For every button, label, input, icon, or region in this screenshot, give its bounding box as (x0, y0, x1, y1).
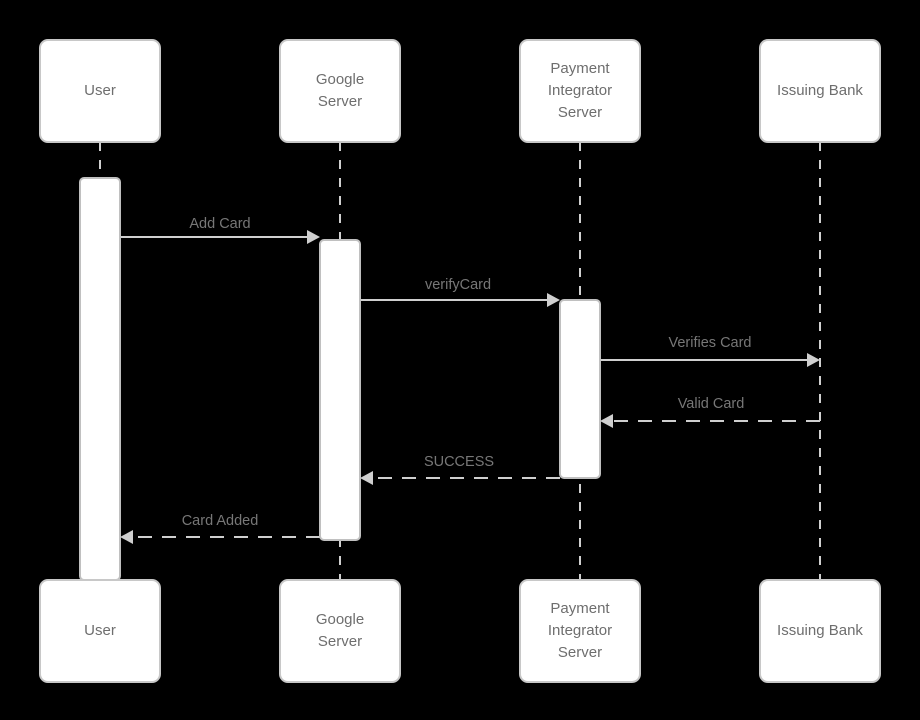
message-label-verifies-card: Verifies Card (668, 335, 751, 351)
participant-bottom-issuing-bank[interactable]: Issuing Bank (759, 579, 881, 683)
message-label-valid-card: Valid Card (678, 396, 745, 412)
participant-label-line: Server (318, 93, 362, 110)
participant-label-line: Server (318, 633, 362, 650)
message-verify-card (340, 293, 560, 307)
message-arrowhead-verify-card (547, 293, 560, 307)
participant-label-line: Integrator (548, 82, 612, 99)
message-arrowhead-card-added (120, 530, 133, 544)
participant-label-line: Issuing Bank (777, 622, 863, 639)
participant-label-line: Payment (550, 60, 610, 77)
message-add-card (100, 230, 320, 244)
participant-top-issuing-bank[interactable]: Issuing Bank (759, 39, 881, 143)
participant-box-shape (519, 579, 641, 683)
participant-label-line: User (84, 622, 116, 639)
message-label-verify-card: verifyCard (425, 277, 491, 293)
participant-label-line: Payment (550, 600, 610, 617)
participant-label-line: Server (558, 104, 602, 121)
message-label-card-added: Card Added (182, 513, 259, 529)
messages-layer (100, 230, 820, 544)
message-verifies-card (600, 353, 820, 367)
message-success (360, 471, 560, 485)
participant-label-line: Integrator (548, 622, 612, 639)
participant-boxes-layer: UserUserGoogleServerGoogleServerPaymentI… (39, 39, 881, 683)
participant-box-shape (519, 39, 641, 143)
activations-layer (79, 177, 601, 581)
participant-bottom-user[interactable]: User (39, 579, 161, 683)
message-arrowhead-verifies-card (807, 353, 820, 367)
participant-label-line: Google (316, 611, 364, 628)
participant-box-shape (279, 39, 401, 143)
participant-label-line: Server (558, 644, 602, 661)
message-arrowhead-valid-card (600, 414, 613, 428)
participant-box-shape (759, 39, 881, 143)
message-label-add-card: Add Card (189, 216, 250, 232)
participant-label-line: Issuing Bank (777, 82, 863, 99)
participant-box-shape (759, 579, 881, 683)
activation-bar-google-server (319, 239, 361, 541)
activation-bar-payment-integrator-server (559, 299, 601, 479)
message-arrowhead-add-card (307, 230, 320, 244)
message-card-added (120, 530, 320, 544)
message-valid-card (600, 414, 820, 428)
participant-box-shape (39, 39, 161, 143)
activation-bar-user (79, 177, 121, 581)
participant-top-user[interactable]: User (39, 39, 161, 143)
participant-label-line: User (84, 82, 116, 99)
participant-box-shape (279, 579, 401, 683)
message-arrowhead-success (360, 471, 373, 485)
participant-box-shape (39, 579, 161, 683)
message-label-success: SUCCESS (424, 454, 494, 470)
participant-label-line: Google (316, 71, 364, 88)
